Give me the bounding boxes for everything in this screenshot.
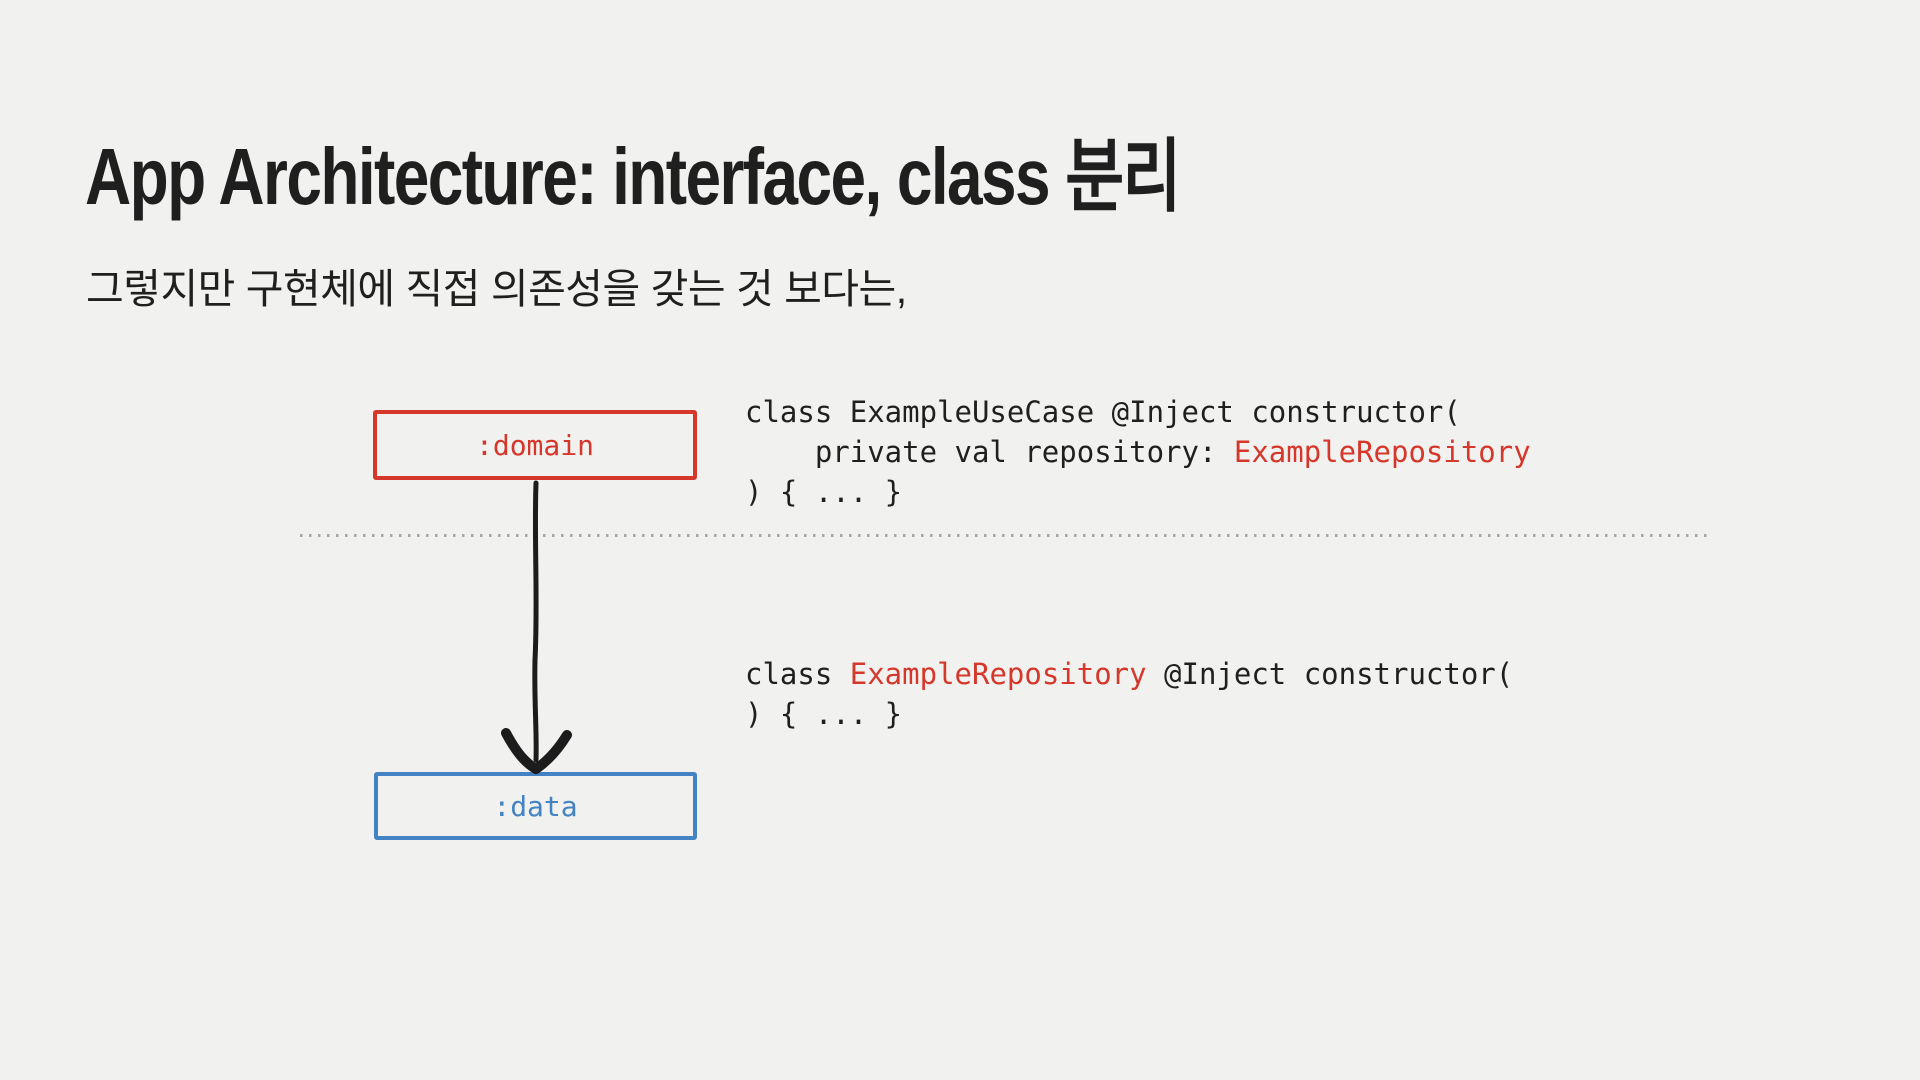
code-line: class ExampleUseCase @Inject constructor… [745,395,1461,429]
data-module-label: :data [493,789,578,823]
code-line: ) { ... } [745,697,902,731]
code-segment: ExampleRepository [849,657,1147,691]
code-line: class ExampleRepository @Inject construc… [745,657,1513,691]
code-segment: ) { ... } [745,475,903,509]
code-segment: private val repository: [745,435,1234,469]
code-line: private val repository: ExampleRepositor… [745,435,1531,469]
module-boundary-divider [300,534,1712,537]
code-snippet-usecase: class ExampleUseCase @Inject constructor… [745,392,1531,512]
domain-module-box: :domain [373,410,697,480]
code-snippet-repository: class ExampleRepository @Inject construc… [745,654,1513,734]
slide-subtitle: 그렇지만 구현체에 직접 의존성을 갖는 것 보다는, [86,266,907,312]
data-module-box: :data [374,772,697,840]
domain-module-label: :domain [475,428,594,462]
code-segment: class [745,657,850,691]
code-segment: ) { ... } [745,697,903,731]
slide-title: App Architecture: interface, class 분리 [85,132,1181,221]
code-segment: @Inject constructor( [1146,657,1514,691]
code-line: ) { ... } [745,475,902,509]
code-segment: class ExampleUseCase @Inject constructor… [745,395,1461,429]
code-segment: ExampleRepository [1233,435,1531,469]
